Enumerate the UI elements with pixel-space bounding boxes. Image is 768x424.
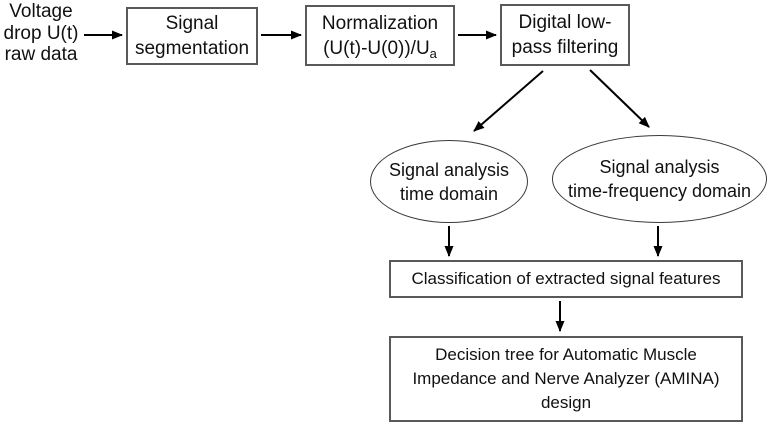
time-domain-line1: Signal analysis	[388, 159, 510, 180]
normalization-formula-base: (U(t)-U(0))/U	[323, 37, 430, 59]
box-normalization: Normalization (U(t)-U(0))/Ua	[305, 5, 455, 66]
lowpass-line2: pass filtering	[511, 37, 619, 58]
normalization-formula-subscript: a	[429, 45, 437, 61]
decision-tree-line2: Impedance and Nerve Analyzer (AMINA)	[412, 369, 720, 388]
signal-segmentation-line2: segmentation	[134, 38, 250, 59]
normalization-formula: (U(t)-U(0))/Ua	[323, 36, 437, 61]
time-frequency-line2: time-frequency domain	[567, 181, 752, 201]
ellipse-signal-analysis-time-frequency-domain: Signal analysis time-frequency domain	[552, 135, 767, 223]
box-decision-tree: Decision tree for Automatic Muscle Imped…	[389, 336, 743, 422]
arrow-lowpass-to-timedomain	[473, 70, 544, 132]
input-label-line1: Voltage	[9, 1, 73, 22]
signal-segmentation-line1: Signal	[165, 13, 219, 34]
classification-label: Classification of extracted signal featu…	[411, 269, 721, 288]
arrow-lowpass-to-timefrequency	[589, 69, 650, 128]
time-domain-line2: time domain	[399, 183, 499, 204]
box-classification: Classification of extracted signal featu…	[389, 260, 743, 298]
input-label-line3: raw data	[4, 44, 78, 65]
lowpass-line1: Digital low-	[518, 12, 612, 33]
box-digital-lowpass-filtering: Digital low- pass filtering	[500, 4, 630, 66]
decision-tree-line3: design	[540, 393, 592, 412]
input-label-line2: drop U(t)	[3, 22, 79, 44]
input-raw-data-label: Voltage drop U(t) raw data	[0, 1, 82, 66]
decision-tree-line1: Decision tree for Automatic Muscle	[435, 345, 697, 364]
normalization-line1: Normalization	[321, 12, 439, 34]
box-signal-segmentation: Signal segmentation	[126, 7, 258, 65]
time-frequency-line1: Signal analysis	[599, 157, 720, 177]
ellipse-signal-analysis-time-domain: Signal analysis time domain	[370, 140, 528, 223]
